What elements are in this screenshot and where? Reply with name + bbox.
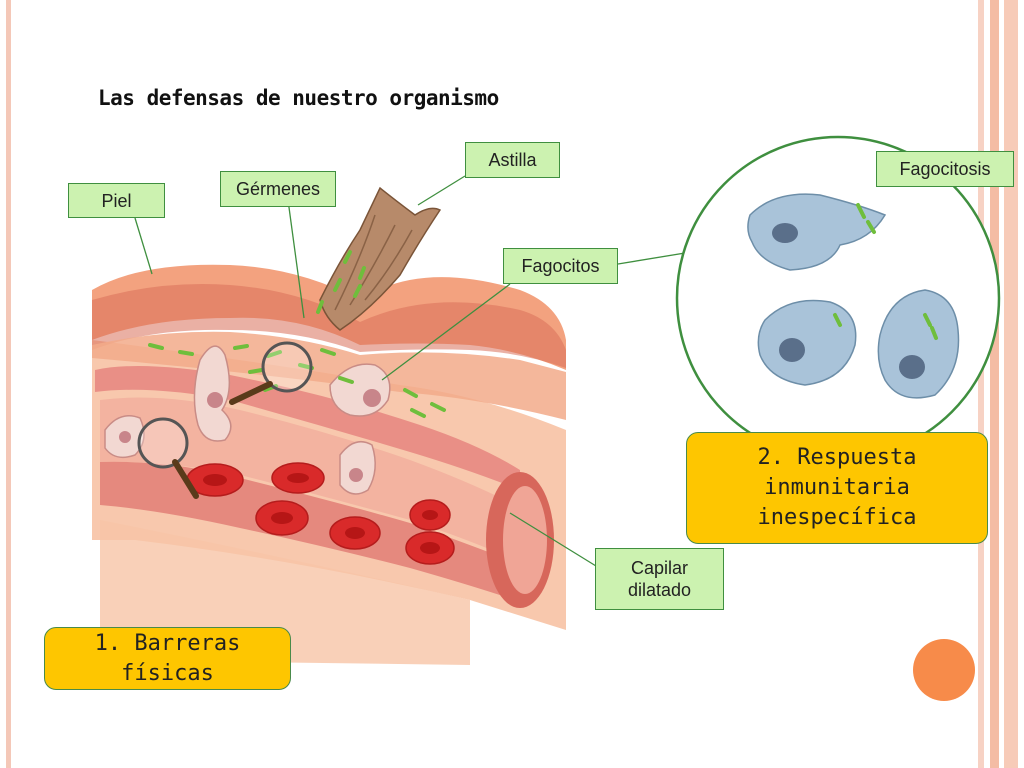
- respuesta-line-1: 2. Respuesta: [757, 445, 917, 470]
- page-title: Las defensas de nuestro organismo: [98, 86, 499, 110]
- phagocytosis-cells: [747, 193, 960, 399]
- epidermis-band: [92, 284, 566, 368]
- magnifier-1: [229, 341, 313, 405]
- germs: [148, 343, 446, 418]
- vessel-lumen: [503, 486, 547, 594]
- label-piel: Piel: [68, 183, 165, 218]
- orange-dot: [913, 639, 975, 701]
- box-respuesta-inespecifica: 2. Respuesta inmunitaria inespecífica: [686, 432, 988, 544]
- splinter-germs: [316, 250, 366, 314]
- vessel-bottom-wall: [100, 461, 515, 600]
- right-stripe-1: [978, 0, 984, 768]
- phagocytosis-germs: [833, 203, 938, 340]
- vessel-top-wall: [95, 366, 520, 490]
- label-capilar-dilatado: Capilar dilatado: [595, 548, 724, 610]
- magnifier-2: [137, 417, 199, 499]
- phagocyte-nuclei: [119, 389, 381, 482]
- splinter: [319, 186, 442, 331]
- phagocytosis-nuclei: [772, 223, 925, 379]
- respuesta-line-2: inmunitaria: [764, 475, 910, 500]
- box-barreras-fisicas: 1. Barreras físicas: [44, 627, 291, 690]
- label-fagocitos: Fagocitos: [503, 248, 618, 284]
- label-astilla: Astilla: [465, 142, 560, 178]
- tissue-lower-block: [100, 470, 470, 665]
- red-blood-cell-centers: [203, 473, 440, 554]
- right-stripe-2: [990, 0, 999, 768]
- capilar-line-2: dilatado: [627, 580, 692, 600]
- capilar-line-1: Capilar: [630, 558, 689, 578]
- right-stripe-3: [1004, 0, 1018, 768]
- respuesta-line-3: inespecífica: [757, 505, 917, 530]
- left-stripe: [6, 0, 11, 768]
- label-germenes: Gérmenes: [220, 171, 336, 207]
- label-fagocitosis: Fagocitosis: [876, 151, 1014, 187]
